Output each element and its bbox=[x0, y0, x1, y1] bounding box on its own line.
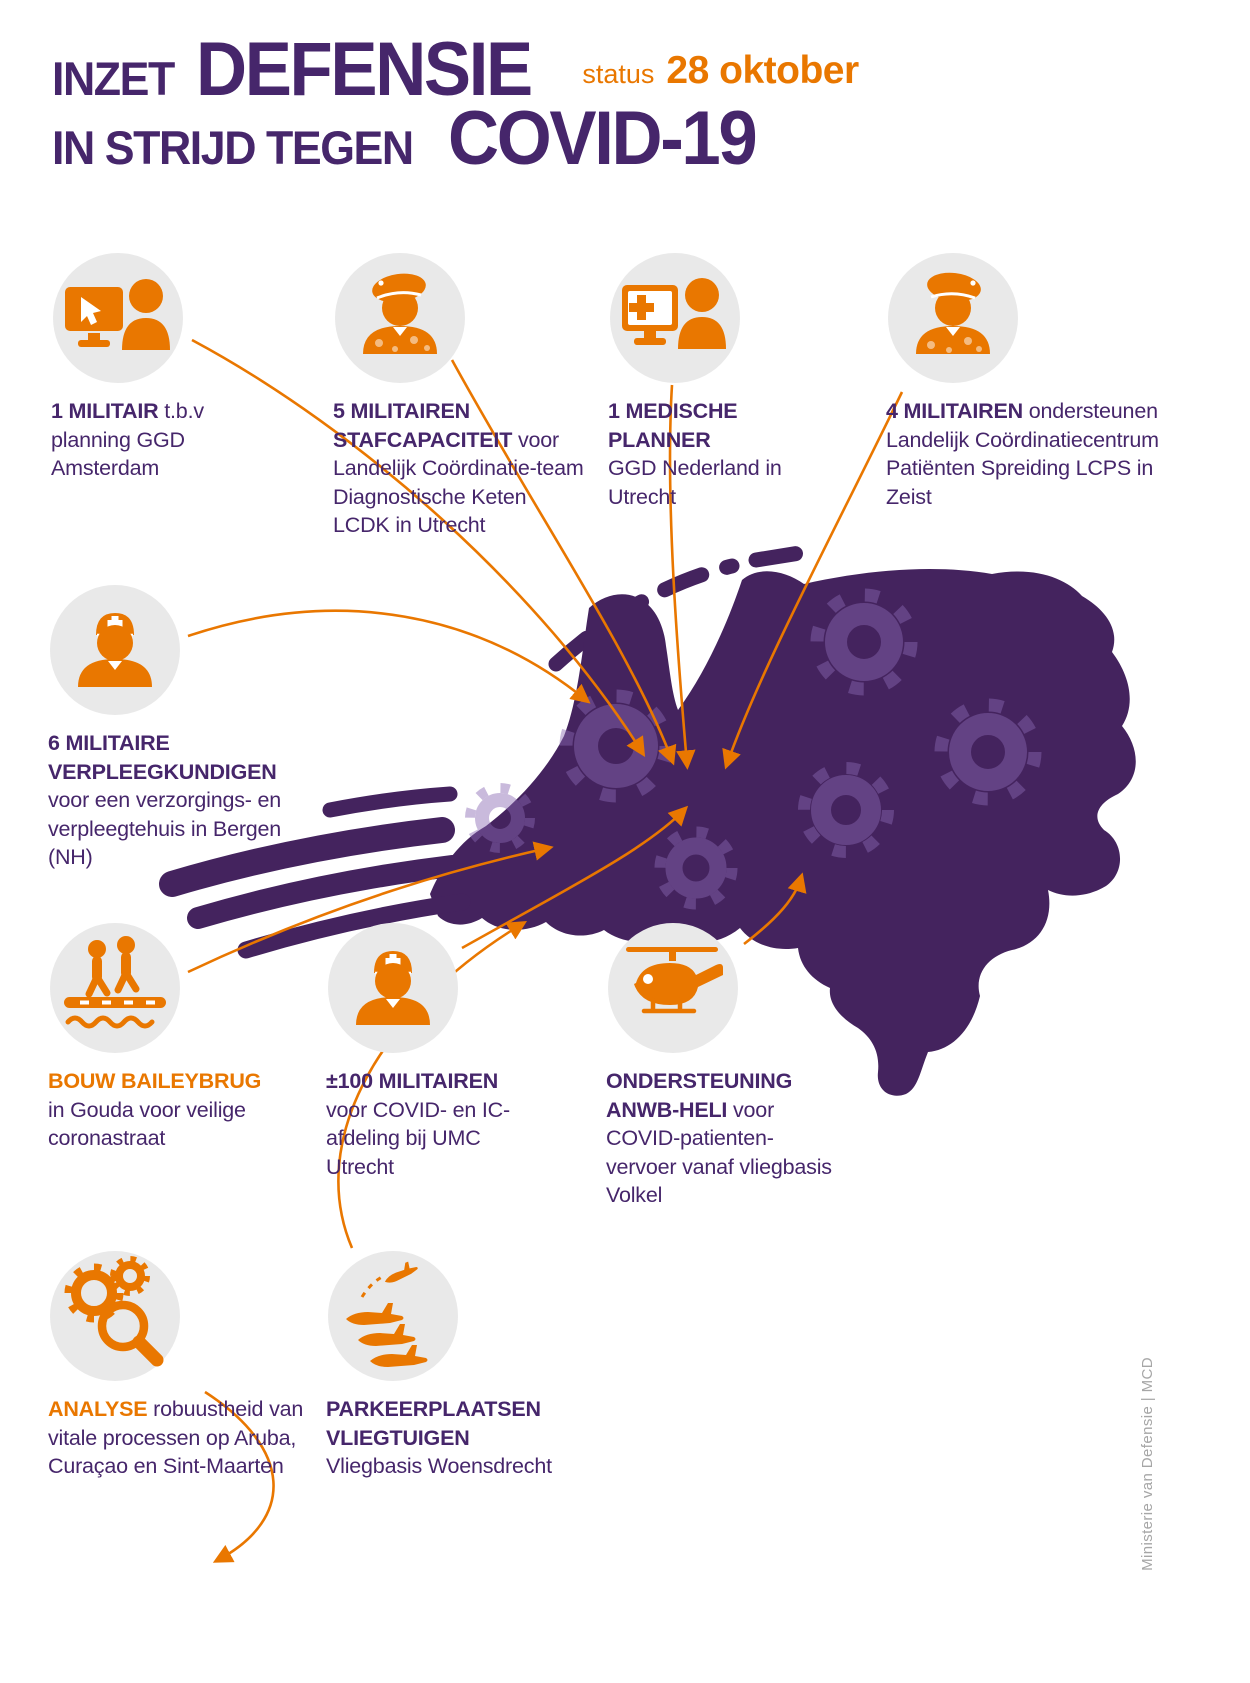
item-caption: 6 MILITAIRE VERPLEEGKUNDIGEN voor een ve… bbox=[48, 729, 300, 872]
title-in-strijd-tegen: IN STRIJD TEGEN bbox=[52, 121, 414, 174]
item-baileybrug-gouda: BOUW BAILEYBRUG in Gouda voor veilige co… bbox=[48, 923, 290, 1153]
credit-text: Ministerie van Defensie | MCD bbox=[1139, 1357, 1156, 1571]
item-caption: ±100 MILITAIREN voor COVID- en IC-afdeli… bbox=[326, 1067, 531, 1181]
item-parkeerplaatsen-vliegtuigen: PARKEERPLAATSEN VLIEGTUIGEN Vliegbasis W… bbox=[326, 1251, 566, 1481]
medical-screen-user-icon bbox=[610, 253, 740, 383]
item-caption: 4 MILITAIREN ondersteunen Landelijk Coör… bbox=[886, 397, 1162, 511]
item-heading: BOUW BAILEYBRUG bbox=[48, 1069, 262, 1093]
virus-gear-shape bbox=[559, 689, 673, 803]
title-row-2: IN STRIJD TEGEN COVID-19 bbox=[52, 95, 859, 182]
item-militairen-umc: ±100 MILITAIREN voor COVID- en IC-afdeli… bbox=[326, 923, 531, 1181]
virus-gear-shape bbox=[465, 783, 535, 853]
item-caption: BOUW BAILEYBRUG in Gouda voor veilige co… bbox=[48, 1067, 290, 1153]
virus-gear-shape bbox=[798, 762, 894, 858]
item-heading: PARKEERPLAATSEN VLIEGTUIGEN bbox=[326, 1397, 541, 1450]
item-text: robuustheid van vitale processen op Arub… bbox=[48, 1397, 304, 1479]
helicopter-icon bbox=[608, 923, 738, 1053]
item-text: in Gouda voor veilige coronastraat bbox=[48, 1097, 246, 1151]
item-caption: ANALYSE robuustheid van vitale processen… bbox=[48, 1395, 304, 1481]
title-defensie: DEFENSIE bbox=[196, 27, 533, 112]
item-heading: 1 MILITAIR bbox=[51, 399, 159, 423]
item-heading: 1 MEDISCHE PLANNER bbox=[608, 399, 738, 452]
item-heading: 6 MILITAIRE VERPLEEGKUNDIGEN bbox=[48, 731, 277, 784]
wadden-islands bbox=[548, 544, 814, 672]
item-caption: PARKEERPLAATSEN VLIEGTUIGEN Vliegbasis W… bbox=[326, 1395, 566, 1481]
item-militair-planning-ggd: 1 MILITAIR t.b.v planning GGD Amsterdam bbox=[51, 253, 251, 483]
status-date: 28 oktober bbox=[666, 49, 859, 92]
item-heading: ±100 MILITAIREN bbox=[326, 1069, 499, 1093]
item-caption: 5 MILITAIREN STAFCAPACITEIT voor Landeli… bbox=[333, 397, 587, 540]
item-analyse-cariben: ANALYSE robuustheid van vitale processen… bbox=[48, 1251, 304, 1481]
item-medische-planner: 1 MEDISCHE PLANNER GGD Nederland in Utre… bbox=[608, 253, 803, 511]
virus-gear-shapes bbox=[465, 588, 1042, 910]
soldier-beret-icon bbox=[335, 253, 465, 383]
soldier-camo-icon bbox=[888, 253, 1018, 383]
airplanes-icon bbox=[328, 1251, 458, 1381]
item-text: t.b.v planning GGD Amsterdam bbox=[51, 399, 204, 481]
computer-user-icon bbox=[53, 253, 183, 383]
item-anwb-heli-volkel: ONDERSTEUNING ANWB-HELI voor COVID-patie… bbox=[606, 923, 834, 1210]
title-inzet: INZET bbox=[52, 52, 175, 105]
item-heading: 4 MILITAIREN bbox=[886, 399, 1023, 423]
item-text: voor COVID-patienten-vervoer vanaf vlieg… bbox=[606, 1097, 832, 1208]
nurse-icon bbox=[328, 923, 458, 1053]
item-stafcapaciteit-lcdk: 5 MILITAIREN STAFCAPACITEIT voor Landeli… bbox=[333, 253, 587, 540]
item-text: GGD Nederland in Utrecht bbox=[608, 456, 782, 509]
item-text: ondersteunen Landelijk Coördinatiecentru… bbox=[886, 399, 1159, 509]
nurse-icon bbox=[50, 585, 180, 715]
title-row-1: INZET DEFENSIE status 28 oktober bbox=[52, 26, 859, 113]
item-caption: ONDERSTEUNING ANWB-HELI voor COVID-patie… bbox=[606, 1067, 834, 1210]
status-label: status bbox=[582, 59, 655, 89]
bridge-pedestrians-icon bbox=[50, 923, 180, 1053]
item-text: voor een verzorgings- en verpleegtehuis … bbox=[48, 788, 282, 870]
item-caption: 1 MEDISCHE PLANNER GGD Nederland in Utre… bbox=[608, 397, 803, 511]
virus-gear-shape bbox=[934, 698, 1042, 806]
item-text: Vliegbasis Woensdrecht bbox=[326, 1454, 552, 1479]
virus-gear-shape bbox=[654, 826, 738, 910]
virus-gear-shape bbox=[810, 588, 918, 696]
item-caption: 1 MILITAIR t.b.v planning GGD Amsterdam bbox=[51, 397, 251, 483]
item-heading: ANALYSE bbox=[48, 1397, 148, 1421]
item-verpleegkundigen-bergen: 6 MILITAIRE VERPLEEGKUNDIGEN voor een ve… bbox=[48, 585, 300, 872]
gears-magnifier-icon bbox=[50, 1251, 180, 1381]
title-covid19: COVID-19 bbox=[447, 96, 758, 181]
header: INZET DEFENSIE status 28 oktober IN STRI… bbox=[52, 26, 859, 182]
item-text: voor COVID- en IC-afdeling bij UMC Utrec… bbox=[326, 1097, 510, 1179]
item-heading: 5 MILITAIREN STAFCAPACITEIT bbox=[333, 399, 513, 452]
item-militairen-lcps: 4 MILITAIREN ondersteunen Landelijk Coör… bbox=[886, 253, 1162, 511]
status: status 28 oktober bbox=[582, 49, 859, 93]
